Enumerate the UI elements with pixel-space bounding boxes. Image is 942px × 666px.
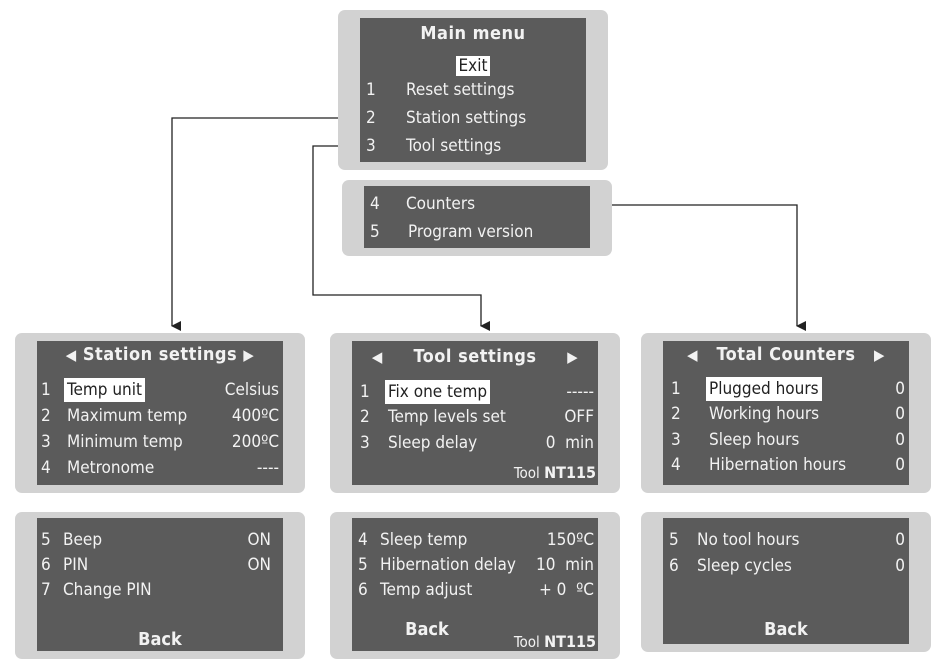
station-settings-panel: ◀ Station settings ▶ 1 Temp unit Celsius…: [15, 333, 305, 493]
station-settings-item-beep[interactable]: 5 Beep ON: [41, 530, 271, 550]
tool-settings-item-temp-levels-set[interactable]: 2 Temp levels set OFF: [360, 407, 594, 427]
total-counters-title: Total Counters: [716, 344, 856, 365]
station-settings-title: Station settings: [82, 344, 238, 365]
counters-item-no-tool-hours[interactable]: 5 No tool hours 0: [669, 530, 905, 550]
counters-item-sleep-cycles[interactable]: 6 Sleep cycles 0: [669, 556, 905, 576]
arrow-right-icon[interactable]: ▶: [873, 346, 885, 364]
total-counters-title-bar: ◀ Total Counters ▶: [663, 343, 909, 367]
tool-settings-item-temp-adjust[interactable]: 6 Temp adjust + 0 ºC: [358, 580, 594, 600]
main-menu-item-program-version[interactable]: 5 Program version: [370, 222, 534, 242]
main-menu-exit[interactable]: Exit: [360, 54, 586, 78]
total-counters-panel: ◀ Total Counters ▶ 1 Plugged hours 0 2 W…: [641, 333, 931, 493]
station-settings-item-minimum-temp[interactable]: 3 Minimum temp 200ºC: [41, 432, 279, 452]
station-settings-item-metronome[interactable]: 4 Metronome ----: [41, 458, 279, 478]
tool-settings-page2-panel: 4 Sleep temp 150ºC 5 Hibernation delay 1…: [330, 512, 620, 659]
main-menu-screen: Main menu Exit 1 Reset settings 2 Statio…: [360, 18, 586, 162]
station-settings-back-button[interactable]: Back: [138, 629, 182, 650]
main-menu-panel: Main menu Exit 1 Reset settings 2 Statio…: [338, 10, 608, 170]
counters-item-hibernation-hours[interactable]: 4 Hibernation hours 0: [671, 455, 905, 475]
counters-item-plugged-hours[interactable]: 1 Plugged hours 0: [671, 377, 905, 401]
total-counters-page2-screen: 5 No tool hours 0 6 Sleep cycles 0 Back: [663, 518, 909, 644]
tool-model-label-page2: Tool NT115: [513, 632, 596, 651]
main-menu-item-reset-settings[interactable]: 1 Reset settings: [366, 80, 515, 100]
tool-settings-title-bar: ◀ Tool settings ▶: [352, 345, 598, 369]
main-menu-item-tool-settings[interactable]: 3 Tool settings: [366, 136, 502, 156]
connector-station-settings: [171, 117, 358, 331]
tool-model-label: Tool NT115: [513, 463, 596, 482]
arrow-right-icon[interactable]: ▶: [567, 348, 579, 366]
tool-settings-screen: ◀ Tool settings ▶ 1 Fix one temp ----- 2…: [352, 341, 598, 485]
arrow-left-icon[interactable]: ◀: [65, 346, 77, 364]
total-counters-back-button[interactable]: Back: [764, 619, 808, 640]
station-settings-page2-panel: 5 Beep ON 6 PIN ON 7 Change PIN Back: [15, 512, 305, 659]
main-menu-page2-screen: 4 Counters 5 Program version: [364, 186, 590, 248]
tool-settings-title: Tool settings: [413, 346, 537, 367]
station-settings-title-bar: ◀ Station settings ▶: [37, 343, 283, 367]
arrow-left-icon[interactable]: ◀: [371, 348, 383, 366]
counters-item-working-hours[interactable]: 2 Working hours 0: [671, 404, 905, 424]
main-menu-item-counters[interactable]: 4 Counters: [370, 194, 476, 214]
station-settings-item-change-pin[interactable]: 7 Change PIN: [41, 580, 152, 600]
station-settings-page2-screen: 5 Beep ON 6 PIN ON 7 Change PIN Back: [37, 518, 283, 651]
main-menu-title: Main menu: [420, 23, 526, 44]
total-counters-screen: ◀ Total Counters ▶ 1 Plugged hours 0 2 W…: [663, 341, 909, 485]
tool-settings-panel: ◀ Tool settings ▶ 1 Fix one temp ----- 2…: [330, 333, 620, 493]
main-menu-item-station-settings[interactable]: 2 Station settings: [366, 108, 527, 128]
total-counters-page2-panel: 5 No tool hours 0 6 Sleep cycles 0 Back: [641, 512, 931, 652]
station-settings-item-pin[interactable]: 6 PIN ON: [41, 555, 271, 575]
tool-settings-back-button[interactable]: Back: [405, 619, 449, 640]
tool-settings-item-hibernation-delay[interactable]: 5 Hibernation delay 10 min: [358, 555, 594, 575]
arrow-right-icon[interactable]: ▶: [243, 346, 255, 364]
main-menu-page2-panel: 4 Counters 5 Program version: [342, 180, 612, 256]
arrow-left-icon[interactable]: ◀: [687, 346, 699, 364]
counters-item-sleep-hours[interactable]: 3 Sleep hours 0: [671, 430, 905, 450]
tool-settings-page2-screen: 4 Sleep temp 150ºC 5 Hibernation delay 1…: [352, 518, 598, 651]
tool-settings-item-sleep-delay[interactable]: 3 Sleep delay 0 min: [360, 433, 594, 453]
station-settings-item-temp-unit[interactable]: 1 Temp unit Celsius: [41, 378, 279, 402]
tool-settings-item-fix-one-temp[interactable]: 1 Fix one temp -----: [360, 380, 594, 404]
station-settings-item-maximum-temp[interactable]: 2 Maximum temp 400ºC: [41, 406, 279, 426]
tool-settings-item-sleep-temp[interactable]: 4 Sleep temp 150ºC: [358, 530, 594, 550]
connector-tool-settings: [312, 145, 490, 331]
station-settings-screen: ◀ Station settings ▶ 1 Temp unit Celsius…: [37, 341, 283, 485]
